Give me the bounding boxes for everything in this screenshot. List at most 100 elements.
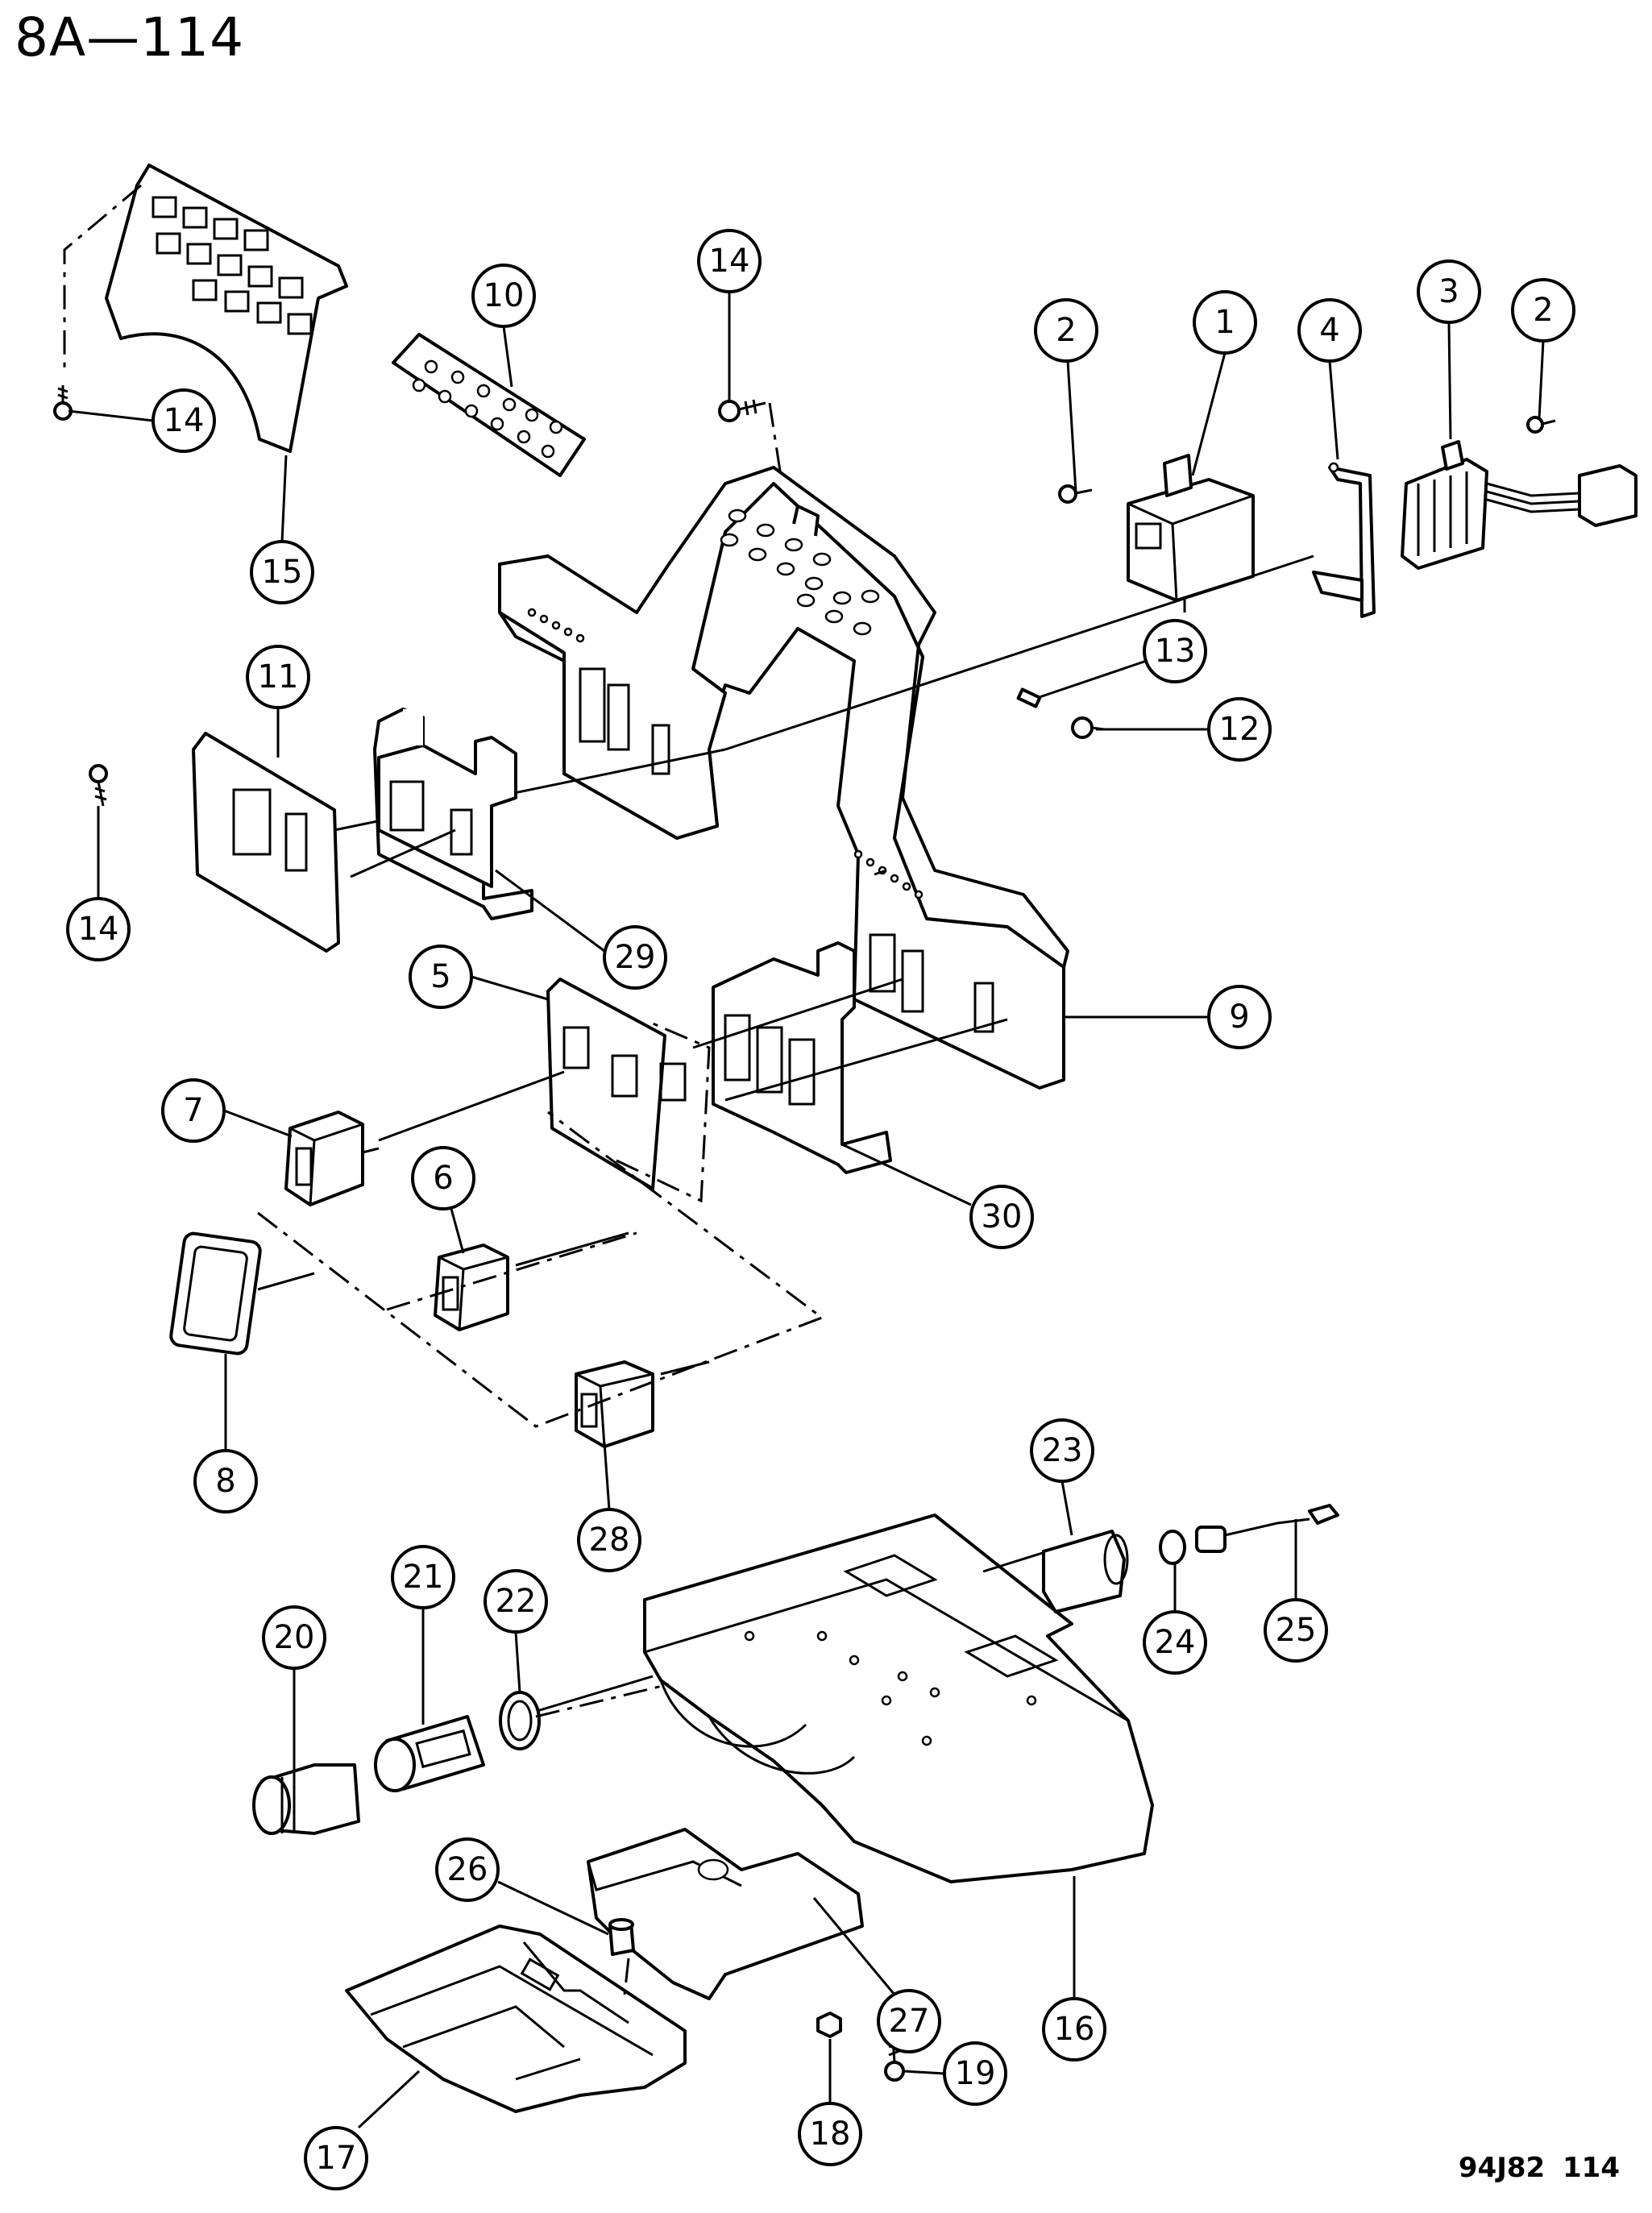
callout-29: 29 [603, 925, 667, 990]
callout-24: 24 [1143, 1610, 1207, 1675]
part-8-bezel [169, 1231, 315, 1356]
callout-12: 12 [1207, 697, 1272, 762]
callout-9: 9 [1207, 985, 1272, 1049]
part-7-rocker-switch [284, 1070, 565, 1206]
callout-23-label: 23 [1042, 1432, 1083, 1469]
callout-30-label: 30 [982, 1198, 1023, 1235]
part-27-plate [587, 1828, 896, 2000]
callout-9-label: 9 [1229, 999, 1249, 1036]
part-12-socket [1071, 716, 1105, 739]
part-30-bracket [692, 941, 1008, 1206]
callout-5-label: 5 [430, 958, 450, 995]
screw-14-top-center [718, 399, 787, 509]
callout-10: 10 [471, 264, 536, 328]
callout-26-label: 26 [447, 1851, 488, 1888]
callout-4-label: 4 [1319, 312, 1339, 349]
figure-code: 94J82 114 [1458, 2152, 1620, 2184]
callout-3-label: 3 [1438, 273, 1459, 310]
callout-21-label: 21 [403, 1559, 444, 1596]
callout-12-label: 12 [1219, 711, 1260, 748]
callout-17: 17 [304, 2126, 368, 2190]
page-code: 8A—114 [15, 6, 245, 69]
callout-18-label: 18 [810, 2115, 851, 2153]
callout-5: 5 [409, 945, 473, 1009]
part-24-bulb [1159, 1530, 1186, 1612]
screw-2-left [1058, 484, 1093, 504]
callout-2-right: 2 [1511, 278, 1575, 343]
callout-2-right-label: 2 [1533, 292, 1553, 329]
callout-18: 18 [798, 2102, 862, 2166]
callout-26: 26 [435, 1837, 500, 1902]
callout-21: 21 [391, 1545, 455, 1609]
part-26-plug [608, 1918, 635, 1956]
callout-19: 19 [943, 2041, 1007, 2106]
callout-3: 3 [1417, 259, 1481, 324]
part-9-panel-frame [498, 466, 1314, 1090]
part-3-switch-harness [1401, 440, 1637, 570]
callout-17-label: 17 [316, 2140, 357, 2177]
part-16-console-housing [531, 1513, 1154, 1883]
part-13-bulb [1016, 687, 1042, 708]
part-25-harness [1195, 1504, 1339, 1600]
callout-14-top-left: 14 [152, 388, 216, 453]
part-28-rocker-switch [575, 1360, 710, 1448]
part-6-rocker-switch [434, 1231, 629, 1331]
part-4-bracket [1312, 462, 1376, 618]
callout-25-label: 25 [1276, 1612, 1317, 1649]
part-29-bracket [350, 708, 605, 953]
part-19-screw [884, 2038, 905, 2082]
part-21-lighter [374, 1715, 485, 1792]
callout-14-top-center-label: 14 [709, 243, 750, 280]
part-11-plate [192, 732, 726, 953]
part-20-knob [252, 1763, 360, 1835]
part-22-ring [499, 1691, 541, 1750]
callout-14-top-left-label: 14 [164, 402, 205, 439]
callout-11-label: 11 [258, 658, 299, 695]
callout-7: 7 [161, 1078, 226, 1143]
callout-20: 20 [262, 1605, 326, 1670]
callout-11: 11 [246, 645, 310, 709]
callout-14-top-center: 14 [697, 229, 762, 293]
part-15-bezel-bracket [63, 164, 348, 453]
callout-28: 28 [577, 1508, 641, 1572]
callout-16-label: 16 [1054, 2011, 1095, 2048]
callout-24-label: 24 [1155, 1624, 1196, 1661]
callout-27: 27 [877, 1989, 941, 2053]
callout-7-label: 7 [183, 1092, 203, 1129]
callout-8: 8 [193, 1449, 258, 1513]
callout-20-label: 20 [274, 1619, 315, 1656]
screw-14-left-middle [89, 764, 108, 807]
callout-22: 22 [484, 1569, 548, 1634]
part-10-plate [392, 333, 586, 477]
callout-25: 25 [1264, 1598, 1328, 1663]
callout-27-label: 27 [889, 2003, 930, 2040]
callout-2-left-label: 2 [1056, 312, 1076, 349]
callout-15: 15 [250, 540, 314, 604]
callout-14-left-middle: 14 [66, 897, 131, 961]
callout-1: 1 [1193, 290, 1257, 355]
callout-19-label: 19 [955, 2055, 996, 2092]
callout-13: 13 [1143, 619, 1207, 683]
part-23-socket [1042, 1530, 1129, 1613]
leader-lines [68, 292, 1545, 2129]
screw-14-top-left [53, 385, 73, 421]
part-1-switch [1127, 454, 1255, 612]
callout-14-left-middle-label: 14 [78, 911, 119, 948]
screw-2-right [1526, 416, 1556, 434]
callout-4: 4 [1297, 298, 1362, 363]
callout-8-label: 8 [215, 1463, 235, 1500]
callout-29-label: 29 [615, 939, 656, 976]
callout-22-label: 22 [496, 1583, 537, 1620]
callout-2-left: 2 [1034, 298, 1098, 363]
callout-30: 30 [969, 1185, 1034, 1249]
part-18-nut [816, 2012, 842, 2038]
part-17-tray [345, 1924, 687, 2113]
part-5-plate [546, 978, 711, 1203]
callout-23: 23 [1030, 1418, 1094, 1483]
callout-6: 6 [411, 1146, 475, 1210]
callout-6-label: 6 [433, 1160, 453, 1197]
callout-16: 16 [1042, 1997, 1106, 2061]
callout-28-label: 28 [589, 1522, 630, 1559]
